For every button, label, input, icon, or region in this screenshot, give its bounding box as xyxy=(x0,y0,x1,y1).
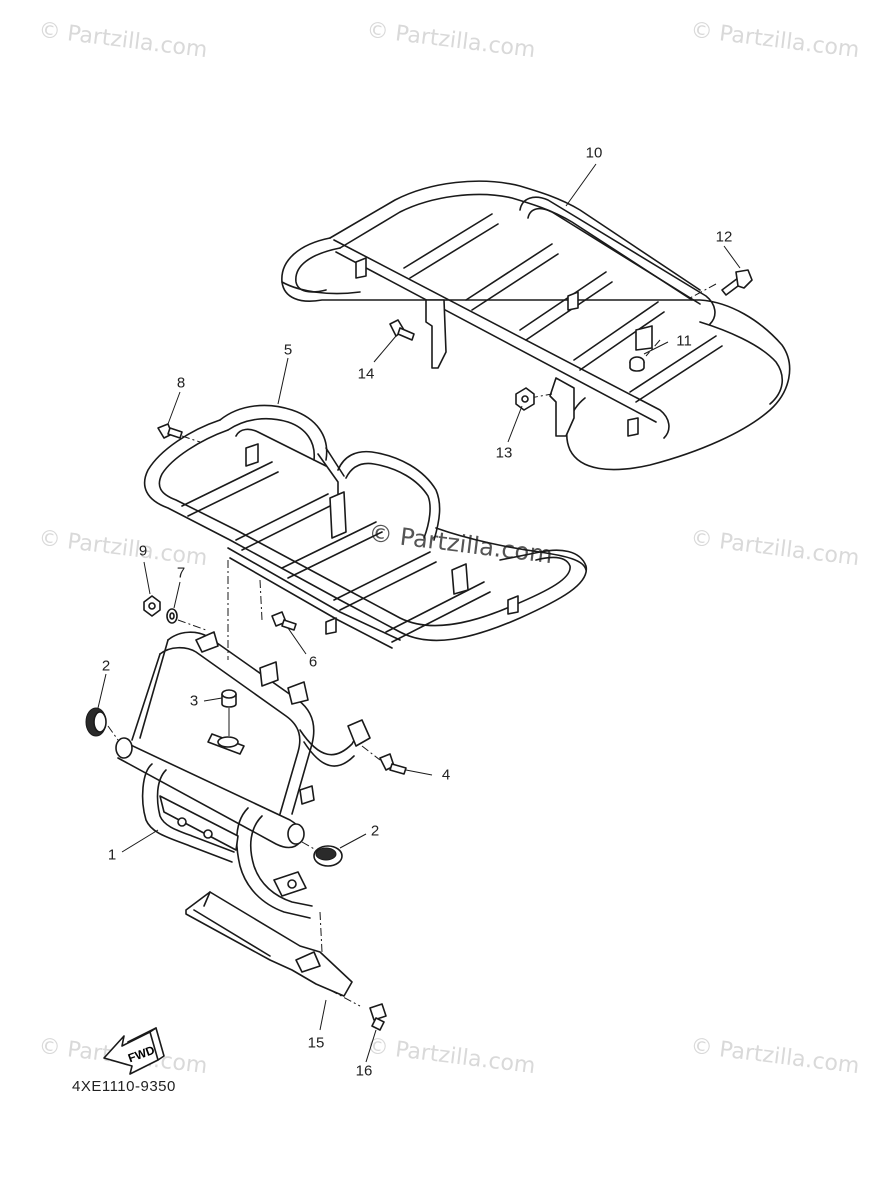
nut-13 xyxy=(515,387,535,411)
callout-1: 1 xyxy=(107,846,117,864)
bolt-14 xyxy=(389,319,415,341)
callout-4: 4 xyxy=(441,766,451,784)
front-guard xyxy=(115,631,371,919)
bolt-16 xyxy=(369,1003,387,1031)
callout-6: 6 xyxy=(308,653,318,671)
plug-2-left xyxy=(85,707,119,741)
callout-12: 12 xyxy=(715,228,733,246)
plug-2-right xyxy=(301,841,343,867)
callout-5: 5 xyxy=(283,341,293,359)
callout-2-right: 2 xyxy=(370,822,380,840)
bolt-12 xyxy=(721,269,753,296)
nut-9 xyxy=(143,595,161,617)
callout-9: 9 xyxy=(138,542,148,560)
callout-15: 15 xyxy=(307,1034,325,1052)
bolt-8 xyxy=(157,423,201,443)
skid-plate xyxy=(185,891,361,1007)
front-carrier xyxy=(143,404,588,660)
bolt-4 xyxy=(361,745,407,775)
callout-8: 8 xyxy=(176,374,186,392)
callout-10: 10 xyxy=(585,144,603,162)
callout-2-left: 2 xyxy=(101,657,111,675)
callout-16: 16 xyxy=(355,1062,373,1080)
rear-carrier xyxy=(281,180,791,471)
leader-lines xyxy=(97,163,741,1063)
washer-7 xyxy=(166,608,207,631)
callout-11: 11 xyxy=(676,332,692,350)
callout-13: 13 xyxy=(495,444,513,462)
callout-7: 7 xyxy=(176,564,186,582)
cap-3 xyxy=(221,689,237,736)
callout-14: 14 xyxy=(357,365,375,383)
callout-3: 3 xyxy=(189,692,199,710)
diagram-code: 4XE1110-9350 xyxy=(72,1078,176,1095)
fwd-arrow-icon xyxy=(103,1027,165,1075)
bolt-6 xyxy=(271,611,297,631)
